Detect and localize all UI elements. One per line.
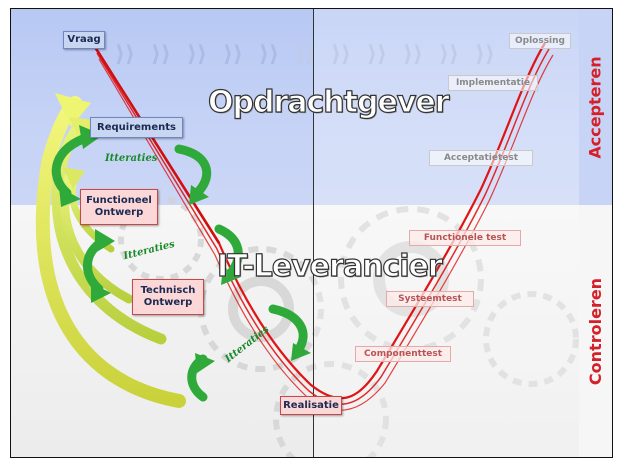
technisch-ontwerp-line2: Ontwerp bbox=[143, 297, 193, 308]
componenttest-box: Componenttest bbox=[355, 346, 451, 362]
accept-cell bbox=[579, 9, 612, 206]
requirements-box: Requirements bbox=[90, 117, 183, 138]
control-cell bbox=[579, 205, 612, 457]
chevron-right-icon: ⟩⟩ bbox=[331, 42, 352, 67]
systeemtest-box: Systeemtest bbox=[386, 291, 474, 307]
feedback-arrowhead-icon bbox=[55, 93, 91, 127]
implementatie-box: Implementatie bbox=[448, 75, 538, 91]
chevron-right-icon: ⟩⟩ bbox=[187, 42, 208, 67]
side-column: Accepteren Controleren bbox=[579, 9, 612, 457]
chevron-right-icon: ⟩⟩ bbox=[295, 42, 316, 67]
functioneel-ontwerp-box: Functioneel Ontwerp bbox=[80, 189, 158, 225]
chevron-right-icon: ⟩⟩ bbox=[259, 42, 280, 67]
feedback-arrowhead-icon bbox=[63, 167, 85, 189]
technisch-ontwerp-line1: Technisch bbox=[140, 285, 196, 296]
iteration-arrowheads-icon bbox=[59, 125, 311, 373]
client-title: Opdrachtgever bbox=[207, 84, 450, 120]
functioneel-ontwerp-line1: Functioneel bbox=[86, 195, 152, 206]
realisatie-box: Realisatie bbox=[280, 396, 342, 415]
iteration-label: Itteraties bbox=[105, 153, 158, 164]
chevron-right-icon: ⟩⟩ bbox=[439, 42, 460, 67]
v-model-diagram: Accepteren Controleren ⟩⟩ ⟩⟩ ⟩⟩ ⟩⟩ ⟩⟩ ⟩⟩… bbox=[10, 8, 613, 458]
technisch-ontwerp-box: Technisch Ontwerp bbox=[132, 279, 204, 315]
functioneel-ontwerp-line2: Ontwerp bbox=[94, 207, 144, 218]
v-curve-start bbox=[93, 46, 221, 244]
chevron-right-icon: ⟩⟩ bbox=[115, 42, 136, 67]
chevron-right-icon: ⟩⟩ bbox=[151, 42, 172, 67]
chevron-right-icon: ⟩⟩ bbox=[367, 42, 388, 67]
oplossing-box: Oplossing bbox=[509, 33, 571, 49]
functionele-test-box: Functionele test bbox=[409, 230, 521, 246]
chevron-right-icon: ⟩⟩ bbox=[403, 42, 424, 67]
flow-graphics bbox=[35, 42, 554, 411]
chevron-right-icon: ⟩⟩ bbox=[223, 42, 244, 67]
acceptatietest-box: Acceptatietest bbox=[429, 150, 533, 166]
vraag-box: Vraag bbox=[63, 31, 105, 49]
chevron-right-icon: ⟩⟩ bbox=[475, 42, 496, 67]
supplier-title: IT-Leverancier bbox=[216, 248, 443, 284]
